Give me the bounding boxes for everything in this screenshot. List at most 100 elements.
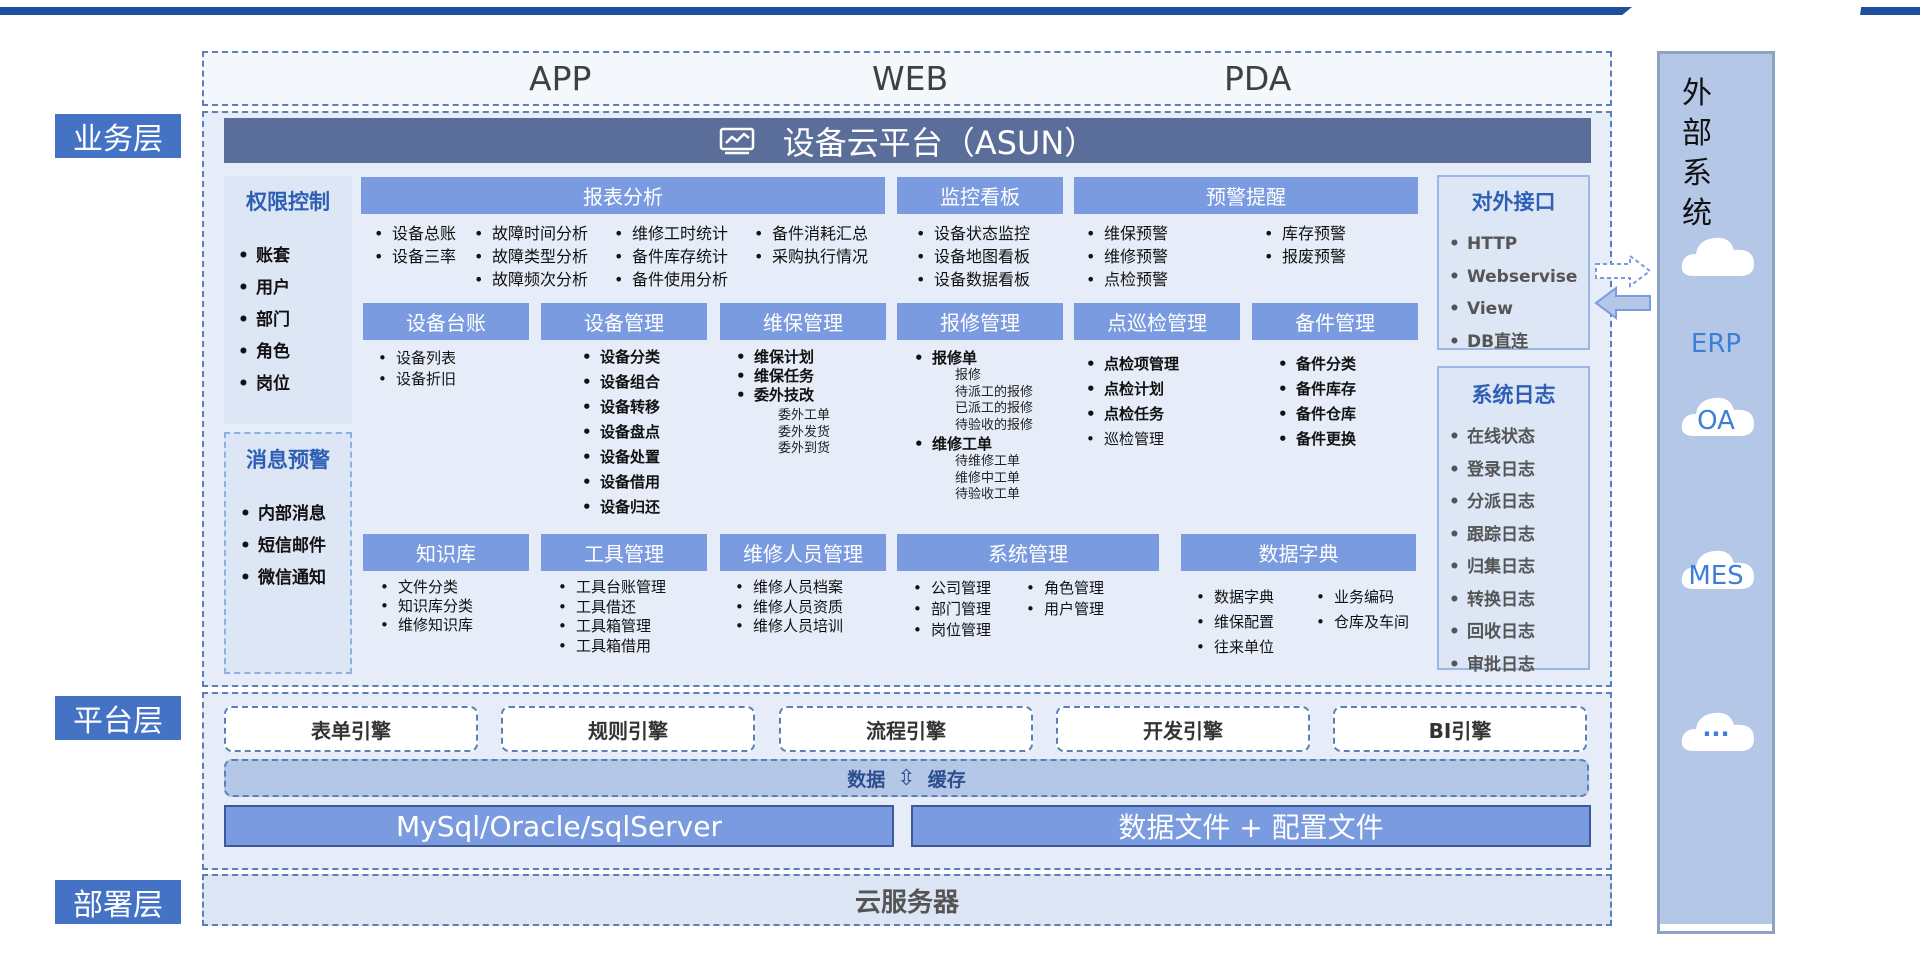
- list-item[interactable]: 故障频次分析: [472, 268, 588, 291]
- list-item[interactable]: 工具箱管理: [556, 617, 666, 637]
- list-item[interactable]: 设备转移: [580, 395, 660, 420]
- tools-module-header[interactable]: 工具管理: [541, 534, 707, 571]
- list-item[interactable]: 设备分类: [580, 345, 660, 370]
- list-item[interactable]: 维修预警: [1084, 245, 1168, 268]
- list-item[interactable]: 维修工时统计: [612, 222, 728, 245]
- list-item[interactable]: 设备列表: [376, 348, 456, 369]
- list-item[interactable]: 点检计划: [1084, 377, 1179, 402]
- list-item[interactable]: 备件库存: [1276, 377, 1356, 402]
- list-item[interactable]: 转换日志: [1447, 584, 1588, 617]
- list-item[interactable]: 岗位: [236, 368, 352, 400]
- list-item[interactable]: 设备地图看板: [914, 245, 1030, 268]
- report-module-header[interactable]: 报表分析: [361, 177, 885, 214]
- alert-module-header[interactable]: 预警提醒: [1074, 177, 1418, 214]
- sub-item[interactable]: 委外到货: [778, 441, 831, 456]
- list-item[interactable]: 角色: [236, 336, 352, 368]
- sub-item[interactable]: 委外工单: [778, 408, 831, 423]
- list-item[interactable]: 用户管理: [1024, 599, 1104, 620]
- sub-item[interactable]: 待验收工单: [955, 487, 1021, 502]
- dev-engine[interactable]: 开发引擎: [1056, 706, 1310, 752]
- list-item[interactable]: 故障类型分析: [472, 245, 588, 268]
- list-item[interactable]: 设备归还: [580, 495, 660, 520]
- list-item[interactable]: 维保计划: [734, 348, 814, 367]
- list-item[interactable]: 微信通知: [238, 562, 350, 594]
- list-item[interactable]: 设备数据看板: [914, 268, 1030, 291]
- list-item[interactable]: 回收日志: [1447, 616, 1588, 649]
- list-item[interactable]: 设备借用: [580, 470, 660, 495]
- list-item[interactable]: 业务编码: [1314, 585, 1409, 610]
- list-item[interactable]: 审批日志: [1447, 649, 1588, 682]
- list-item[interactable]: 备件使用分析: [612, 268, 728, 291]
- list-item[interactable]: 维修人员资质: [733, 598, 843, 618]
- external-system-erp[interactable]: ERP: [1690, 329, 1742, 359]
- external-system-oa[interactable]: OA: [1697, 406, 1735, 436]
- list-item[interactable]: 设备处置: [580, 445, 660, 470]
- form-engine[interactable]: 表单引擎: [224, 706, 478, 752]
- device-mgmt-module-header[interactable]: 设备管理: [541, 303, 707, 340]
- list-item[interactable]: 归集日志: [1447, 551, 1588, 584]
- list-item[interactable]: 公司管理: [911, 578, 991, 599]
- knowledge-module-header[interactable]: 知识库: [363, 534, 529, 571]
- list-item[interactable]: 分派日志: [1447, 486, 1588, 519]
- list-item[interactable]: 维修知识库: [378, 616, 473, 635]
- list-item[interactable]: 文件分类: [378, 578, 473, 597]
- external-system-more[interactable]: ...: [1702, 714, 1730, 742]
- list-item[interactable]: 部门: [236, 304, 352, 336]
- sub-item[interactable]: 报修: [955, 368, 982, 383]
- list-item[interactable]: 登录日志: [1447, 454, 1588, 487]
- list-item[interactable]: 工具箱借用: [556, 637, 666, 657]
- list-item[interactable]: 维修工单: [912, 435, 992, 454]
- list-item[interactable]: 工具借还: [556, 598, 666, 618]
- list-item[interactable]: 维保预警: [1084, 222, 1168, 245]
- list-item[interactable]: 内部消息: [238, 498, 350, 530]
- list-item[interactable]: 委外技改: [734, 386, 814, 405]
- list-item[interactable]: 跟踪日志: [1447, 519, 1588, 552]
- sub-item[interactable]: 维修中工单: [955, 470, 1021, 486]
- monitor-module-header[interactable]: 监控看板: [897, 177, 1063, 214]
- list-item[interactable]: View: [1447, 293, 1588, 326]
- list-item[interactable]: 报废预警: [1262, 245, 1346, 268]
- rule-engine[interactable]: 规则引擎: [501, 706, 755, 752]
- list-item[interactable]: 在线状态: [1447, 421, 1588, 454]
- flow-engine[interactable]: 流程引擎: [779, 706, 1033, 752]
- list-item[interactable]: 数据字典: [1194, 585, 1274, 610]
- list-item[interactable]: 维保任务: [734, 367, 814, 386]
- list-item[interactable]: HTTP: [1447, 228, 1588, 261]
- inspection-module-header[interactable]: 点巡检管理: [1074, 303, 1240, 340]
- list-item[interactable]: 备件分类: [1276, 352, 1356, 377]
- system-module-header[interactable]: 系统管理: [897, 534, 1159, 571]
- list-item[interactable]: 点检项管理: [1084, 352, 1179, 377]
- list-item[interactable]: 部门管理: [911, 599, 991, 620]
- list-item[interactable]: 维修人员档案: [733, 578, 843, 598]
- sub-item[interactable]: 委外发货: [778, 424, 831, 440]
- list-item[interactable]: 工具台账管理: [556, 578, 666, 598]
- sub-item[interactable]: 已派工的报修: [955, 401, 1034, 416]
- list-item[interactable]: 维保配置: [1194, 610, 1274, 635]
- list-item[interactable]: 岗位管理: [911, 620, 991, 641]
- list-item[interactable]: 维修人员培训: [733, 617, 843, 637]
- list-item[interactable]: 故障时间分析: [472, 222, 588, 245]
- list-item[interactable]: 账套: [236, 240, 352, 272]
- list-item[interactable]: 设备三率: [372, 245, 456, 268]
- list-item[interactable]: 报修单: [912, 349, 977, 368]
- list-item[interactable]: 备件仓库: [1276, 402, 1356, 427]
- staff-module-header[interactable]: 维修人员管理: [720, 534, 886, 571]
- list-item[interactable]: 知识库分类: [378, 597, 473, 616]
- list-item[interactable]: 仓库及车间: [1314, 610, 1409, 635]
- external-system-mes[interactable]: MES: [1688, 561, 1744, 591]
- spare-module-header[interactable]: 备件管理: [1252, 303, 1418, 340]
- bi-engine[interactable]: BI引擎: [1333, 706, 1587, 752]
- list-item[interactable]: 设备总账: [372, 222, 456, 245]
- list-item[interactable]: 采购执行情况: [752, 245, 868, 268]
- repair-module-header[interactable]: 报修管理: [897, 303, 1063, 340]
- list-item[interactable]: 用户: [236, 272, 352, 304]
- list-item[interactable]: Webservise: [1447, 261, 1588, 294]
- dict-module-header[interactable]: 数据字典: [1181, 534, 1416, 571]
- list-item[interactable]: 设备盘点: [580, 420, 660, 445]
- list-item[interactable]: 点检任务: [1084, 402, 1179, 427]
- list-item[interactable]: 备件更换: [1276, 427, 1356, 452]
- list-item[interactable]: 巡检管理: [1084, 427, 1179, 452]
- list-item[interactable]: 角色管理: [1024, 578, 1104, 599]
- list-item[interactable]: 设备组合: [580, 370, 660, 395]
- list-item[interactable]: 设备状态监控: [914, 222, 1030, 245]
